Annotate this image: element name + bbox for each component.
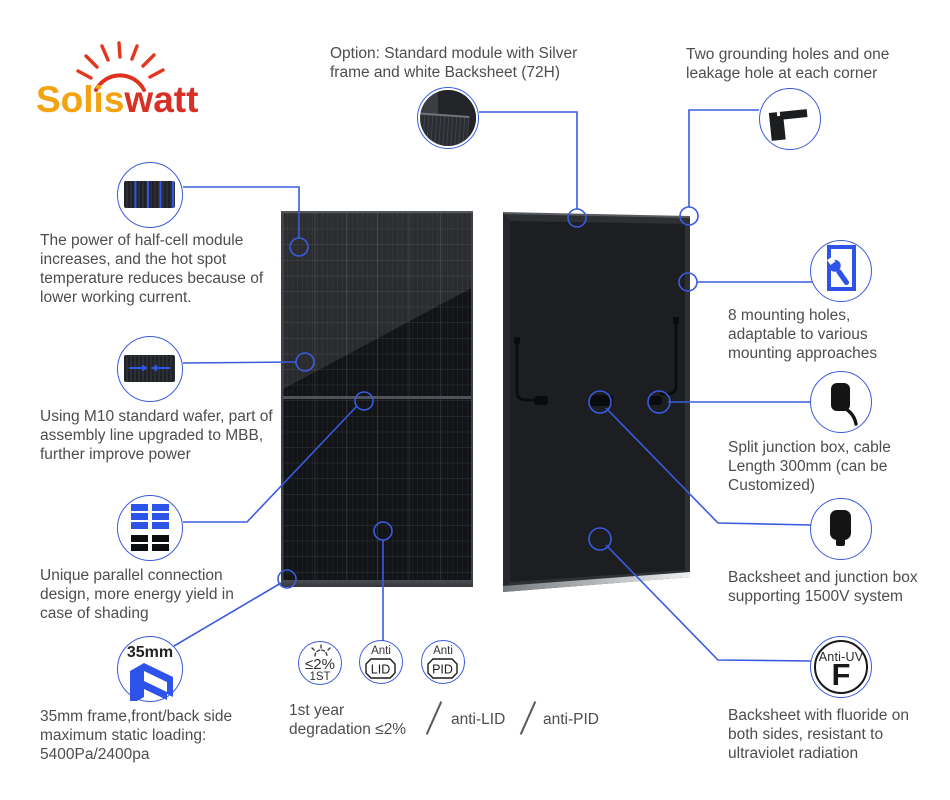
anti-uv-callout-circle: Anti-UV F [810,636,872,698]
parallel-connection-callout-circle [117,495,183,561]
frame-corner-icon [768,109,808,141]
grounding-caption: Two grounding holes and one leakage hole… [686,46,890,82]
degradation-value: ≤2% [305,656,335,673]
sun-rays-icon [76,41,165,92]
degradation-caption: 1st year degradation ≤2% [289,702,407,738]
svg-text:PID: PID [432,663,453,677]
option-module-callout-circle [417,87,479,149]
svg-text:LID: LID [371,663,390,677]
half-cell-caption: The power of half-cell module increases,… [40,232,264,306]
brand-name-secondary: watt [123,79,198,118]
lid-plate-icon: LID [365,658,396,679]
option-caption: Option: Standard module with Silver fram… [330,45,578,81]
anti-label: Anti [371,645,391,657]
anti-pid-badge-circle: Anti PID [421,640,465,684]
frame-35mm-caption: 35mm frame,front/back side maximum stati… [40,708,233,763]
anti-pid-caption: anti-PID [543,711,599,728]
m10-wafer-callout-circle [117,336,183,402]
split-junction-box-callout-circle [810,371,872,433]
center-junction-box [589,395,613,406]
sun-icon [311,644,331,657]
solar-panel-front-view [281,211,473,587]
anti-lid-badge-circle: Anti LID [359,640,403,684]
m10-wafer-caption: Using M10 standard wafer, part of assemb… [40,408,273,463]
anti-uv-badge: Anti-UV F [814,640,868,694]
pid-plate-icon: PID [427,658,458,679]
mounting-holes-callout-circle [810,240,872,302]
anti-uv-letter: F [831,657,851,692]
brand-name-primary: Solis [36,79,124,118]
brand-logo: Soliswatt [36,41,198,118]
option-module-image [420,90,476,146]
panel-frame-top-edge [281,211,473,213]
anti-uv-caption: Backsheet with fluoride on both sides, r… [728,707,909,762]
junction-box-icon [830,510,851,546]
grounding-holes-callout-circle [759,88,821,150]
degradation-year: 1ST [309,671,331,683]
junction-1500v-caption: Backsheet and junction box supporting 15… [728,569,918,605]
junction-box-cable-icon [831,383,858,426]
svg-text:Soliswatt: Soliswatt [36,79,198,118]
parallel-connection-icon [131,504,169,551]
anti-lid-caption: anti-LID [451,711,506,728]
divider-slash [425,701,443,735]
frame-size-label: 35mm [126,644,174,661]
back-frame-left-edge [503,213,510,592]
half-cell-icon [124,181,175,208]
parallel-connection-caption: Unique parallel connection design, more … [40,567,234,622]
panel-frame-bottom-edge [281,580,473,587]
half-cell-callout-circle [117,162,183,228]
converging-arrows-icon [129,364,170,372]
frame-profile-icon [130,663,173,701]
split-junction-caption: Split junction box, cable Length 300mm (… [728,439,891,494]
divider-slash [519,701,537,735]
frame-35mm-callout-circle: 35mm [117,636,183,702]
degradation-badge-circle: ≤2% 1ST [298,641,342,685]
mounting-holes-caption: 8 mounting holes, adaptable to various m… [728,307,878,362]
junction-box-1500v-callout-circle [810,498,872,560]
solar-panel-back-view [502,212,691,592]
mounting-hole-wrench-icon [827,245,856,291]
anti-label: Anti [433,645,453,657]
anti-uv-ring-label: Anti-UV [818,650,864,664]
panel-half-cell-divider [283,396,471,399]
